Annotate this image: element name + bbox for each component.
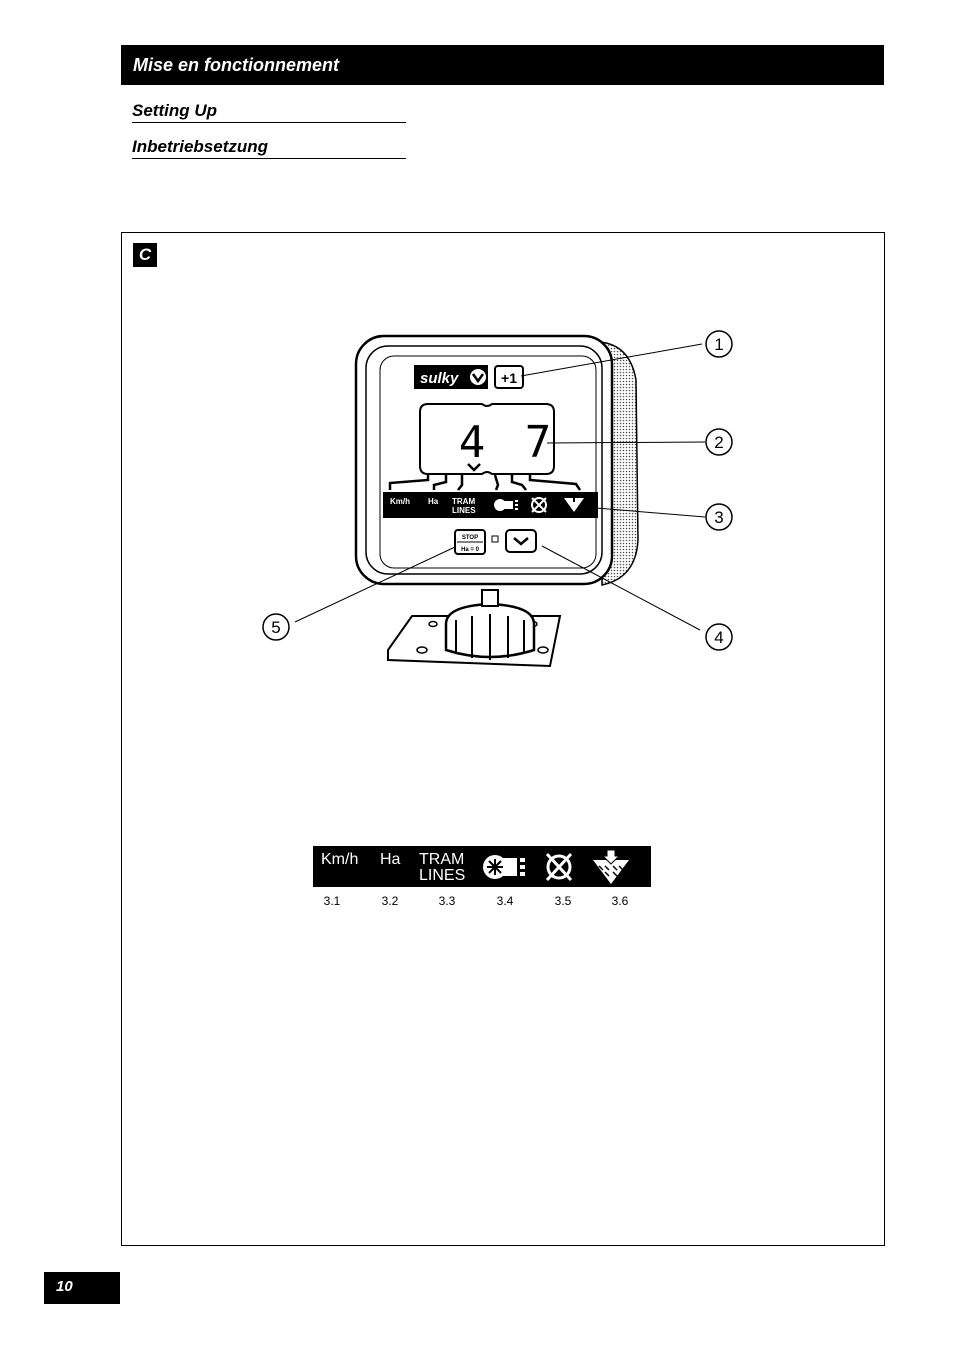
callout-lines bbox=[294, 343, 706, 631]
band-shaft-icon bbox=[531, 497, 547, 513]
legend-sublabel-3-3: 3.3 bbox=[438, 894, 456, 908]
legend-sublabel-3-6: 3.6 bbox=[611, 894, 629, 908]
band-hopper-icon bbox=[564, 498, 584, 512]
page-number: 10 bbox=[44, 1272, 120, 1304]
callout-1: 1 bbox=[705, 330, 733, 358]
legend-tram: TRAM bbox=[419, 851, 464, 868]
section-header: Mise en fonctionnement bbox=[121, 45, 884, 85]
small-indicator-icon bbox=[491, 535, 499, 543]
lcd-digit-right: 7 bbox=[525, 417, 552, 468]
legend-sublabel-3-5: 3.5 bbox=[554, 894, 572, 908]
figure-label: C bbox=[133, 243, 157, 267]
band-kmh: Km/h bbox=[390, 497, 410, 506]
band-tram: TRAM bbox=[452, 497, 475, 506]
brand-text: sulky bbox=[420, 370, 459, 387]
selector-chevron-icon bbox=[467, 463, 481, 472]
indicator-pointers bbox=[388, 474, 582, 491]
legend-sublabel-3-2: 3.2 bbox=[381, 894, 399, 908]
select-button[interactable] bbox=[505, 529, 537, 553]
indicator-legend: Km/h Ha TRAM LINES bbox=[313, 846, 651, 887]
indicator-band bbox=[383, 492, 598, 518]
control-box-illustration: sulky +1 4 7 Km/h Ha TRAM LINES STOP Ha … bbox=[262, 330, 733, 668]
turbine-icon bbox=[483, 855, 525, 879]
callout-5: 5 bbox=[262, 613, 290, 641]
legend-kmh: Km/h bbox=[321, 851, 358, 868]
callout-3: 3 bbox=[705, 503, 733, 531]
lcd-display bbox=[419, 403, 555, 475]
legend-sublabel-3-4: 3.4 bbox=[496, 894, 514, 908]
plus-one-label: +1 bbox=[501, 370, 517, 386]
subtitle-german: Inbetriebsetzung bbox=[132, 136, 406, 159]
svg-text:5: 5 bbox=[271, 618, 280, 637]
lcd-digit-left: 4 bbox=[459, 417, 486, 468]
hopper-level-icon bbox=[593, 849, 629, 884]
svg-text:1: 1 bbox=[714, 335, 723, 354]
callout-2: 2 bbox=[705, 428, 733, 456]
legend-sublabel-3-1: 3.1 bbox=[323, 894, 341, 908]
svg-text:3: 3 bbox=[714, 508, 723, 527]
svg-text:2: 2 bbox=[714, 433, 723, 452]
stop-label: STOP bbox=[462, 535, 478, 541]
band-lines: LINES bbox=[452, 506, 476, 515]
legend-lines: LINES bbox=[419, 867, 465, 884]
brand-emblem-icon bbox=[470, 369, 486, 385]
callout-4: 4 bbox=[705, 623, 733, 651]
ha-zero-label: Ha = 0 bbox=[461, 547, 480, 553]
band-ha: Ha bbox=[428, 497, 439, 506]
shaft-rotation-icon bbox=[545, 852, 573, 882]
legend-ha: Ha bbox=[380, 851, 401, 868]
chevron-down-icon bbox=[513, 537, 529, 546]
plus-one-button[interactable] bbox=[494, 365, 524, 389]
mount-stem bbox=[481, 589, 499, 607]
subtitle-english: Setting Up bbox=[132, 100, 406, 123]
figure-frame bbox=[121, 232, 885, 1246]
svg-text:4: 4 bbox=[714, 628, 723, 647]
